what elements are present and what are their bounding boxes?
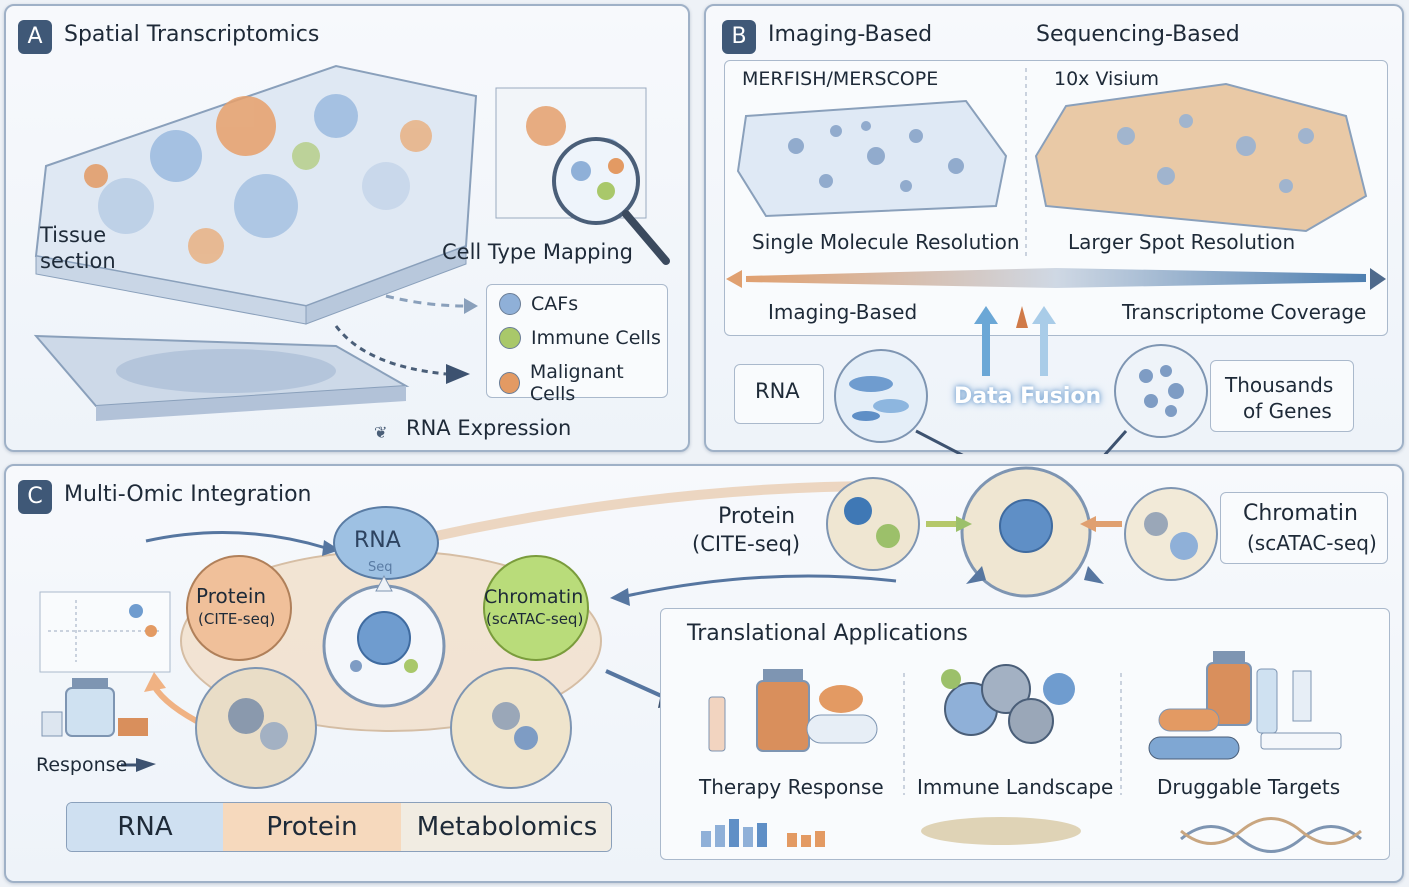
panel-c-title: Multi-Omic Integration (64, 482, 312, 507)
legend-item-malignant-cells: Malignant Cells (499, 361, 667, 405)
legend-item-cafs: CAFs (499, 293, 578, 315)
legend-label: Immune Cells (531, 327, 661, 349)
protein-label: Protein (718, 504, 796, 529)
rna-node-label: RNA (354, 528, 401, 553)
protein-node-label: Protein (196, 584, 267, 608)
svg-text:❦: ❦ (374, 423, 387, 442)
response-label: Response (36, 754, 128, 776)
rna-box: RNA (734, 364, 824, 424)
chromatin-label-box: Chromatin (scATAC-seq) (1220, 492, 1388, 564)
cell-type-mapping-label: Cell Type Mapping (442, 240, 633, 264)
translational-illustration (701, 651, 1362, 853)
rna-node-sublabel: Seq (368, 560, 393, 575)
panel-b-badge: B (722, 20, 756, 54)
tissue-illustration: ❦ (33, 64, 670, 442)
single-molecule-label: Single Molecule Resolution (752, 230, 1020, 254)
data-fusion-label: Data Fusion (954, 384, 1102, 409)
rna-expression-label: RNA Expression (406, 416, 572, 440)
protein-sublabel: (CITE-seq) (692, 532, 801, 556)
multi-omic-illustration (39, 466, 1218, 789)
druggable-targets-label: Druggable Targets (1157, 775, 1341, 799)
bar-segment-metabolomics: Metabolomics (401, 803, 611, 851)
of-genes-label: of Genes (1243, 399, 1332, 423)
larger-spot-label: Larger Spot Resolution (1068, 230, 1296, 254)
bar-segment-protein: Protein (223, 803, 401, 851)
legend-label: Malignant Cells (529, 361, 624, 405)
thousands-label: Thousands (1225, 373, 1334, 397)
panel-multi-omic-integration: C Multi-Omic Integration (4, 464, 1404, 883)
cafs-swatch (499, 293, 521, 315)
imaging-based-title: Imaging-Based (768, 22, 933, 47)
legend-item-immune-cells: Immune Cells (499, 327, 661, 349)
panel-imaging-vs-sequencing: B Imaging-Based Sequencing-Based (704, 4, 1404, 454)
thousands-of-genes-box: Thousands of Genes (1210, 360, 1354, 432)
chromatin-node-sublabel: (scATAC-seq) (486, 610, 584, 628)
transcriptome-coverage-label: Transcriptome Coverage (1122, 300, 1367, 324)
imaging-based-axis-label: Imaging-Based (768, 300, 918, 324)
visium-label: 10x Visium (1054, 68, 1160, 90)
panel-c-badge: C (18, 480, 52, 514)
chromatin-node-label: Chromatin (484, 586, 584, 608)
panel-a-badge: A (18, 20, 52, 54)
chromatin-label: Chromatin (1243, 501, 1358, 526)
legend-label: CAFs (531, 293, 579, 315)
panel-a-title: Spatial Transcriptomics (64, 22, 320, 47)
omics-layer-bar: RNA Protein Metabolomics (66, 802, 612, 852)
sequencing-based-title: Sequencing-Based (1036, 22, 1240, 47)
translational-applications-box: Translational Applications (660, 608, 1390, 860)
technology-illustration (726, 68, 1386, 454)
tissue-section-label-2: section (40, 249, 116, 273)
bar-segment-rna: RNA (67, 803, 223, 851)
immune-landscape-label: Immune Landscape (917, 775, 1114, 799)
rna-label: RNA (755, 379, 800, 403)
merfish-label: MERFISH/MERSCOPE (742, 68, 939, 90)
tissue-section-label-1: Tissue (40, 223, 107, 247)
chromatin-sublabel: (scATAC-seq) (1247, 531, 1377, 555)
therapy-response-label: Therapy Response (699, 775, 884, 799)
malignant-cells-swatch (499, 372, 520, 394)
panel-spatial-transcriptomics: A Spatial Transcriptomics (4, 4, 690, 452)
translational-title: Translational Applications (687, 621, 968, 646)
cell-type-legend: CAFs Immune Cells Malignant Cells (486, 284, 668, 405)
immune-cells-swatch (499, 327, 521, 349)
protein-node-sublabel: (CITE-seq) (198, 610, 276, 628)
